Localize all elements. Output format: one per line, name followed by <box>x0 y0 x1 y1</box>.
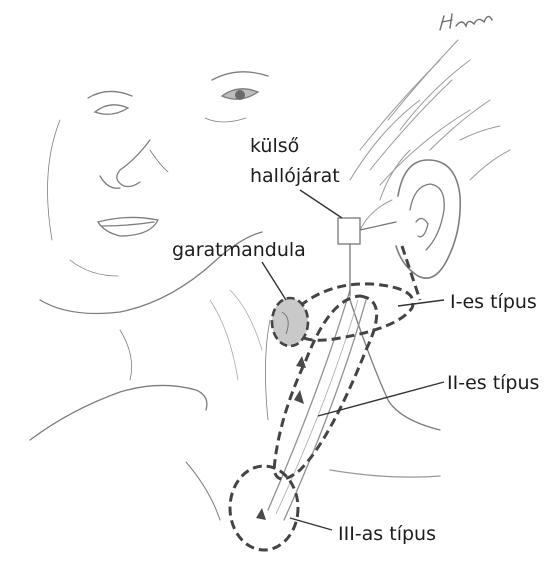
mouth <box>98 217 158 236</box>
neck-back <box>350 300 440 430</box>
label-ear-canal-line1: külső <box>250 135 299 157</box>
label-type-1: I-es típus <box>450 291 537 313</box>
left-brow <box>88 91 132 98</box>
nose <box>117 140 150 187</box>
hair-strokes <box>350 40 510 230</box>
neck-front <box>30 385 207 440</box>
leader-type-1 <box>398 300 444 306</box>
ear-inner <box>410 184 444 250</box>
adenoid-shape <box>272 298 308 346</box>
leader-ear-canal <box>300 190 342 218</box>
label-ear-canal-line2: hallójárat <box>250 165 340 187</box>
type-2-upper-trail <box>402 246 420 300</box>
label-type-2: II-es típus <box>447 372 539 394</box>
artist-signature <box>440 14 492 30</box>
label-adenoid: garatmandula <box>172 239 306 261</box>
leader-adenoid <box>262 262 286 300</box>
leader-type-2 <box>318 382 444 416</box>
face-sketch <box>30 40 510 520</box>
right-brow <box>212 72 268 80</box>
label-type-3: III-as típus <box>338 523 436 545</box>
ear-canal-sketch <box>338 218 360 244</box>
left-eye <box>95 105 128 114</box>
type-1-outline <box>292 284 413 340</box>
right-pupil <box>235 90 245 100</box>
